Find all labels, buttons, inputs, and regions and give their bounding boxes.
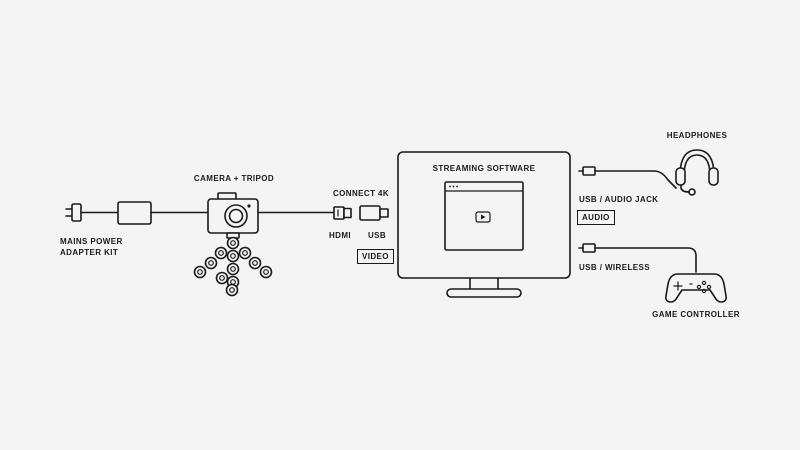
tripod-icon xyxy=(193,232,273,297)
hdmi-label: HDMI xyxy=(329,231,352,240)
usb-wireless-plug xyxy=(578,243,596,253)
video-badge: VIDEO xyxy=(357,249,394,264)
usb-audio-jack-label: USB / AUDIO JACK xyxy=(579,195,659,204)
camera-icon xyxy=(207,192,259,234)
headphones-cable xyxy=(594,170,677,189)
audio-badge: AUDIO xyxy=(577,210,615,225)
hdmi-plug-icon xyxy=(333,206,352,220)
controller-cable xyxy=(594,247,697,273)
usb-plug-icon xyxy=(359,205,389,221)
camera-tripod-label: CAMERA + TRIPOD xyxy=(193,174,275,183)
audio-jack-plug xyxy=(578,166,596,176)
gamepad-icon xyxy=(665,273,727,303)
power-adapter-icon xyxy=(117,201,152,225)
usb-wireless-label: USB / WIRELESS xyxy=(579,263,650,272)
mains-power-label: MAINS POWER ADAPTER KIT xyxy=(60,237,123,257)
game-controller-label: GAME CONTROLLER xyxy=(652,310,740,319)
headset-icon xyxy=(675,149,719,196)
connect-4k-label: CONNECT 4K xyxy=(333,189,390,198)
browser-window-icon xyxy=(444,181,524,251)
headphones-label: HEADPHONES xyxy=(666,131,728,140)
streaming-software-label: STREAMING SOFTWARE xyxy=(432,164,536,173)
play-icon xyxy=(475,211,491,223)
power-plug-icon xyxy=(65,203,82,222)
usb-label: USB xyxy=(368,231,387,240)
